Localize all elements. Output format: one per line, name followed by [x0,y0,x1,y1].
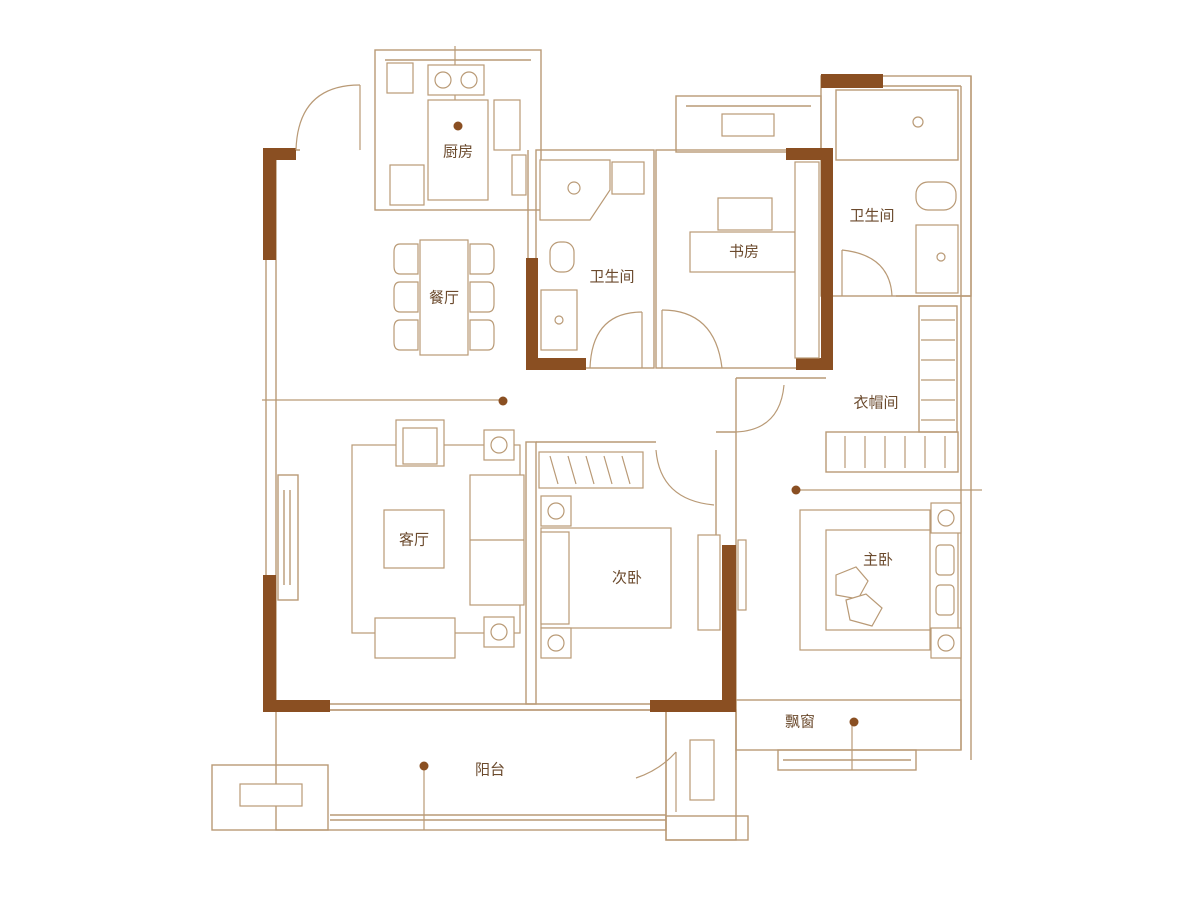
label-kitchen: 厨房 [443,143,473,161]
label-living: 客厅 [399,531,429,549]
label-study: 书房 [729,243,759,261]
label-balcony: 阳台 [475,761,505,779]
master-bedroom-furniture [737,502,962,659]
kitchen-fixtures [386,62,527,206]
label-bathroom-master: 卫生间 [849,207,894,225]
label-bathroom-small: 卫生间 [589,268,634,286]
dining-table [393,239,495,356]
thin-walls [211,46,982,841]
small-bathroom-fixtures [539,159,645,351]
master-bathroom-fixtures [912,116,959,294]
study-fixtures [689,113,820,359]
label-master-bedroom: 主卧 [863,551,893,569]
second-bedroom-furniture [538,451,721,659]
label-cloakroom: 衣帽间 [853,394,898,412]
doors [295,84,893,812]
label-second-bedroom: 次卧 [612,569,642,587]
room-labels: 厨房 餐厅 卫生间 书房 卫生间 衣帽间 客厅 次卧 主卧 飘窗 阳台 [399,143,899,779]
room-markers [419,121,859,771]
wardrobes [844,319,955,468]
label-bay-window: 飘窗 [785,713,815,731]
label-dining: 餐厅 [429,289,459,307]
balcony-fixtures [239,739,715,807]
solid-walls [263,74,883,712]
living-room-furniture [351,419,525,659]
